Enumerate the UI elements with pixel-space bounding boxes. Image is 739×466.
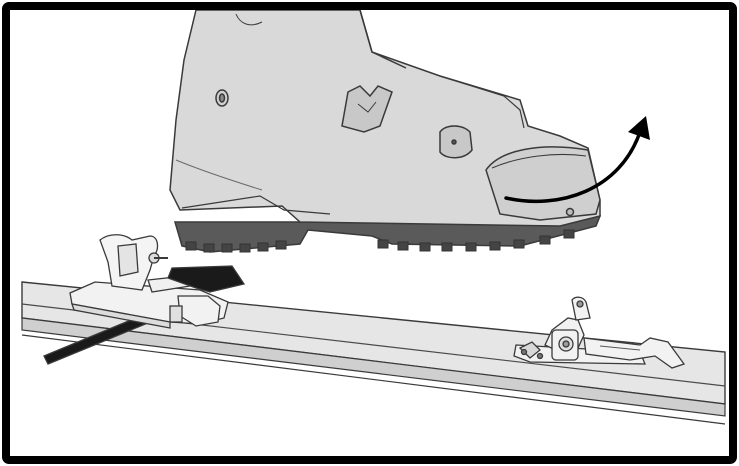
toe-cap <box>486 147 600 220</box>
ski-boot-icon <box>170 10 600 252</box>
heel-binding-icon <box>514 297 684 368</box>
